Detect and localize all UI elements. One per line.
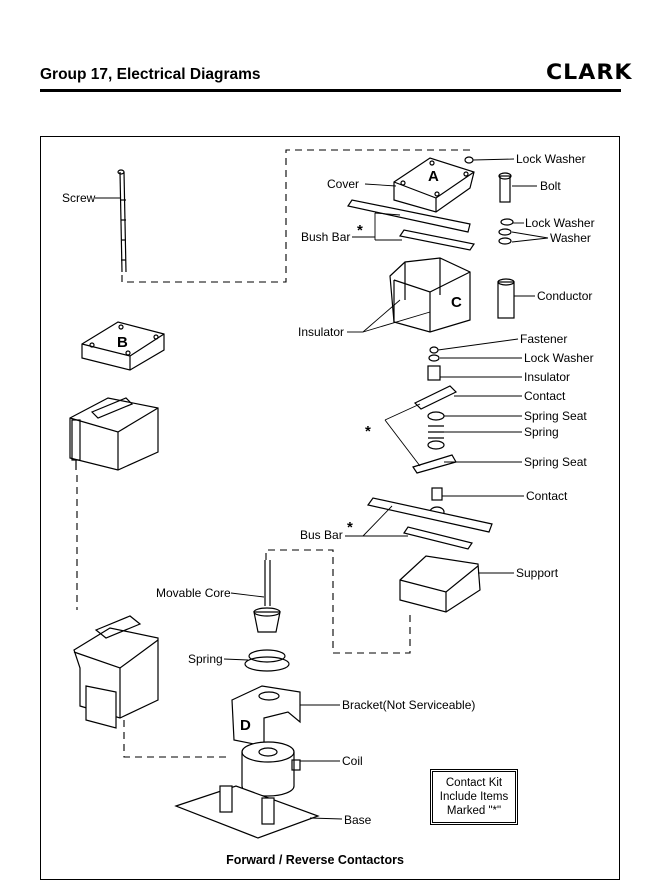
label-spring: Spring bbox=[524, 425, 559, 439]
label-lock-washer-2: Lock Washer bbox=[525, 216, 595, 230]
dashed-guides bbox=[76, 149, 470, 758]
part-letter-d: D bbox=[240, 717, 251, 734]
kit-note-line-2: Include Items bbox=[439, 791, 509, 803]
kit-asterisk-contacts: * bbox=[365, 423, 371, 440]
bus-bar-support-part bbox=[366, 497, 493, 613]
label-lock-washer: Lock Washer bbox=[516, 152, 586, 166]
kit-note-line-1: Contact Kit bbox=[445, 777, 503, 789]
label-conductor: Conductor bbox=[537, 289, 592, 303]
kit-note-line-3: Marked "*" bbox=[446, 805, 502, 817]
label-spring-2: Spring bbox=[188, 652, 223, 666]
screw-part bbox=[117, 169, 127, 273]
label-movable-core: Movable Core bbox=[156, 586, 231, 600]
bush-bar-part bbox=[347, 199, 475, 251]
diagram-frame bbox=[40, 136, 620, 880]
label-lock-washer-3: Lock Washer bbox=[524, 351, 594, 365]
bracket-part bbox=[231, 685, 301, 747]
contactor-upper-assembly bbox=[69, 397, 159, 471]
part-letter-b: B bbox=[117, 334, 128, 351]
part-letter-c: C bbox=[451, 294, 462, 311]
diagram-caption: Forward / Reverse Contactors bbox=[226, 853, 404, 867]
kit-asterisk-busbar: * bbox=[347, 519, 353, 536]
label-bush-bar: Bush Bar bbox=[301, 230, 350, 244]
cover-part bbox=[393, 157, 475, 213]
hardware-stack bbox=[412, 156, 515, 518]
coil-part bbox=[241, 741, 301, 797]
label-cover: Cover bbox=[327, 177, 359, 191]
label-washer: Washer bbox=[550, 231, 591, 245]
label-insulator: Insulator bbox=[298, 325, 344, 339]
label-insulator-2: Insulator bbox=[524, 370, 570, 384]
contact-kit-note: Contact Kit Include Items Marked "*" bbox=[430, 769, 518, 825]
cover-b-part bbox=[81, 321, 165, 371]
label-spring-seat-2: Spring Seat bbox=[524, 455, 587, 469]
leader-lines bbox=[95, 158, 549, 820]
label-bracket: Bracket(Not Serviceable) bbox=[342, 698, 475, 712]
label-base: Base bbox=[344, 813, 372, 827]
movable-core-part bbox=[244, 560, 290, 672]
label-screw: Screw bbox=[62, 191, 96, 205]
kit-asterisk-bushbar: * bbox=[357, 222, 363, 239]
label-fastener: Fastener bbox=[520, 332, 567, 346]
label-bus-bar: Bus Bar bbox=[300, 528, 343, 542]
header-rule bbox=[40, 89, 621, 92]
page-title: Group 17, Electrical Diagrams bbox=[40, 66, 261, 83]
label-support: Support bbox=[516, 566, 559, 580]
clark-logo: CLARK bbox=[545, 60, 633, 84]
contactor-lower-assembly bbox=[73, 615, 159, 729]
label-coil: Coil bbox=[342, 754, 363, 768]
label-bolt: Bolt bbox=[540, 179, 561, 193]
label-contact: Contact bbox=[524, 389, 566, 403]
base-part bbox=[174, 785, 320, 839]
label-spring-seat: Spring Seat bbox=[524, 409, 587, 423]
label-contact-2: Contact bbox=[526, 489, 568, 503]
part-letter-a: A bbox=[428, 168, 439, 185]
